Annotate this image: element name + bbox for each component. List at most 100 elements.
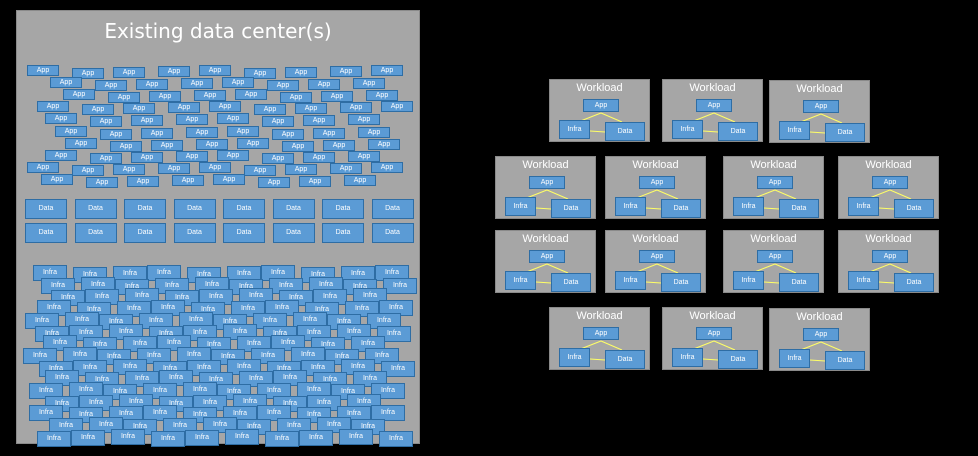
workload-infra-block: Infra: [779, 349, 810, 368]
app-block: App: [41, 173, 73, 185]
app-block: App: [108, 92, 140, 104]
app-block: App: [151, 139, 183, 151]
app-block: App: [199, 161, 231, 173]
connector-line: [820, 113, 843, 124]
workload-title: Workload: [865, 233, 912, 245]
workload-app-block: App: [803, 100, 839, 113]
infra-block: Infra: [379, 430, 413, 447]
app-block: App: [181, 78, 213, 90]
app-block: App: [358, 126, 390, 138]
workload-app-block: App: [803, 328, 839, 341]
app-block: App: [37, 101, 69, 113]
app-block: App: [209, 101, 241, 113]
infra-block: Infra: [299, 429, 333, 446]
workload-title: Workload: [796, 83, 843, 95]
workload-title: Workload: [576, 310, 623, 322]
workload-infra-block: Infra: [615, 271, 646, 290]
app-block: App: [196, 138, 228, 150]
infra-block: Infra: [383, 277, 417, 294]
workload-infra-block: Infra: [672, 120, 703, 139]
app-block: App: [237, 137, 269, 149]
data-block: Data: [124, 199, 166, 219]
app-block: App: [353, 78, 385, 90]
workload-data-block: Data: [718, 350, 758, 369]
app-block: App: [381, 101, 413, 113]
connector-line: [535, 281, 552, 284]
workload-infra-block: Infra: [848, 271, 879, 290]
data-block: Data: [25, 223, 67, 243]
workload-title: Workload: [689, 82, 736, 94]
connector-line: [535, 207, 552, 210]
workload-data-block: Data: [894, 273, 934, 292]
workload-title: Workload: [689, 310, 736, 322]
app-block: App: [348, 150, 380, 162]
connector-line: [774, 263, 797, 274]
infra-block: Infra: [185, 429, 219, 446]
app-block: App: [213, 173, 245, 185]
connector-line: [589, 130, 606, 133]
workload-title: Workload: [522, 159, 569, 171]
workload-data-block: Data: [779, 273, 819, 292]
data-block: Data: [173, 199, 216, 219]
connector-line: [656, 263, 679, 274]
workload-infra-block: Infra: [672, 348, 703, 367]
data-block: Data: [371, 199, 414, 219]
app-block: App: [244, 164, 276, 176]
app-block: App: [303, 151, 335, 163]
workload-title: Workload: [750, 159, 797, 171]
workload-infra-block: Infra: [848, 197, 879, 216]
infra-block: Infra: [37, 300, 71, 317]
workload-title: Workload: [750, 233, 797, 245]
connector-line: [600, 112, 623, 123]
app-block: App: [285, 163, 317, 175]
app-block: App: [299, 175, 331, 187]
workload-title: Workload: [632, 159, 679, 171]
workload-infra-block: Infra: [615, 197, 646, 216]
workload-app-block: App: [696, 327, 732, 340]
workload-title: Workload: [522, 233, 569, 245]
app-block: App: [110, 140, 142, 152]
connector-line: [878, 207, 895, 210]
app-block: App: [172, 174, 204, 186]
app-block: App: [262, 152, 294, 164]
app-block: App: [149, 91, 181, 103]
app-block: App: [366, 90, 398, 102]
app-block: App: [131, 115, 163, 127]
app-block: App: [321, 91, 353, 103]
workload-infra-block: Infra: [733, 271, 764, 290]
data-block: Data: [322, 199, 364, 219]
app-block: App: [123, 103, 155, 115]
workload-data-block: Data: [718, 122, 758, 141]
workload-data-block: Data: [605, 122, 645, 141]
workload-data-block: Data: [661, 273, 701, 292]
app-block: App: [244, 68, 276, 79]
infra-block: Infra: [111, 428, 145, 445]
infra-block: Infra: [339, 428, 373, 445]
infra-block: Infra: [143, 405, 177, 422]
workload-title: Workload: [865, 159, 912, 171]
workload-app-block: App: [639, 176, 675, 189]
data-block: Data: [173, 223, 216, 243]
infra-block: Infra: [257, 405, 291, 422]
workload-infra-block: Infra: [505, 197, 536, 216]
app-block: App: [330, 66, 362, 77]
app-block: App: [272, 128, 304, 140]
app-block: App: [348, 114, 380, 126]
infra-block: Infra: [37, 430, 71, 447]
workload-app-block: App: [583, 327, 619, 340]
app-block: App: [199, 65, 231, 76]
workload-infra-block: Infra: [559, 120, 590, 139]
app-block: App: [371, 65, 403, 76]
workload-data-block: Data: [605, 350, 645, 369]
app-block: App: [235, 89, 267, 101]
workload-app-block: App: [583, 99, 619, 112]
workload-app-block: App: [872, 250, 908, 263]
